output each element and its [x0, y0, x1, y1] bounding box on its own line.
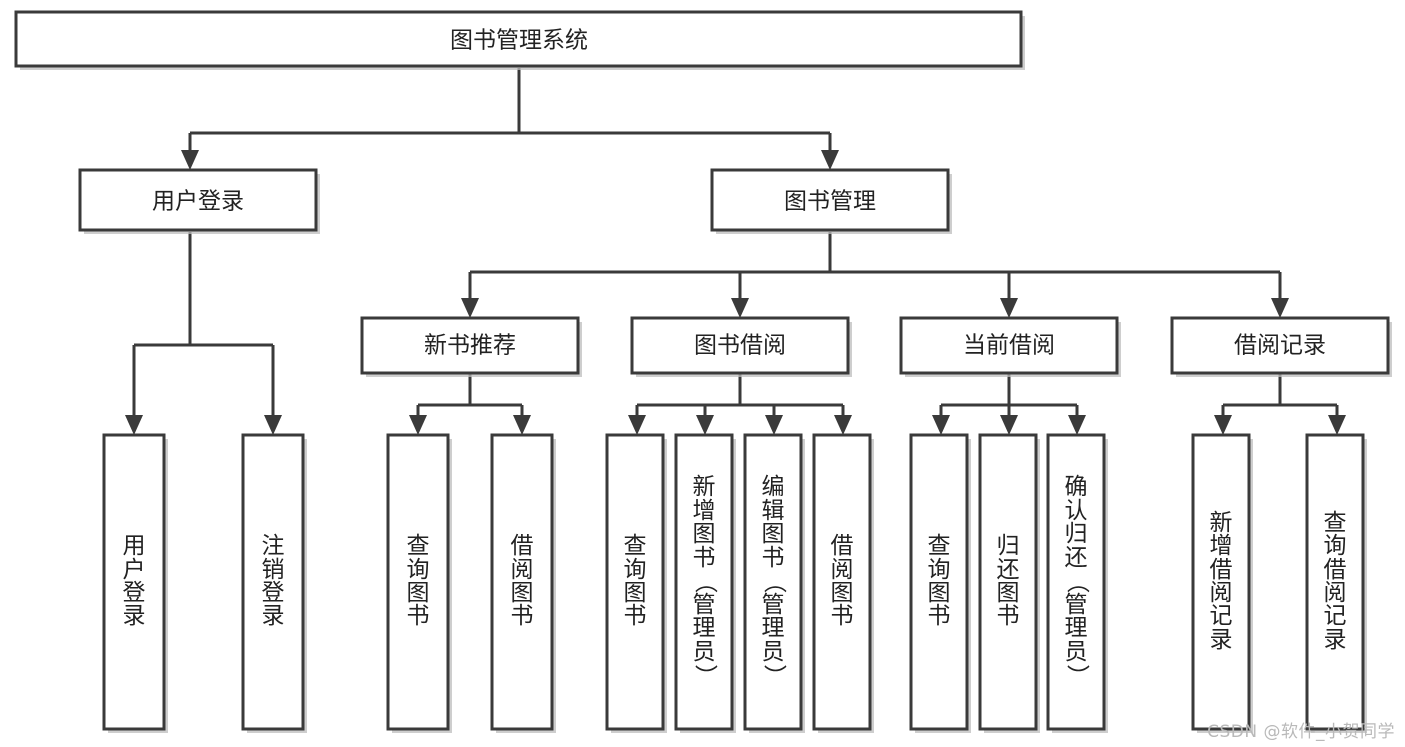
arrow-bb-leaf-2 — [696, 415, 714, 435]
node-current-borrow[interactable]: 当前借阅 — [899, 316, 1121, 377]
arrow-leaf-logout — [264, 415, 282, 435]
arrow-bb-leaf-1 — [628, 415, 646, 435]
arrow-nb-leaf-1 — [409, 415, 427, 435]
node-user-login[interactable]: 用户登录 — [78, 168, 320, 234]
arrow-bb-leaf-3 — [765, 415, 783, 435]
arrow-nb-leaf-2 — [513, 415, 531, 435]
leaf-edit-book-admin[interactable] — [743, 433, 805, 733]
arrow-to-book-manage — [821, 150, 839, 170]
leaf-user-login[interactable] — [102, 433, 168, 733]
leaf-add-borrow-record[interactable] — [1191, 433, 1253, 733]
arrow-br-leaf-1 — [1214, 415, 1232, 435]
arrow-to-new-book — [461, 298, 479, 318]
arrow-bb-leaf-4 — [834, 415, 852, 435]
leaf-query-book-bb[interactable] — [605, 433, 667, 733]
arrow-to-user-login — [181, 150, 199, 170]
node-current-borrow-label: 当前借阅 — [963, 333, 1055, 359]
node-book-management-label: 图书管理 — [784, 189, 876, 215]
node-book-management[interactable]: 图书管理 — [710, 168, 952, 234]
node-user-login-label: 用户登录 — [152, 189, 244, 215]
node-book-borrow-label: 图书借阅 — [694, 333, 786, 359]
node-root[interactable]: 图书管理系统 — [14, 10, 1025, 70]
leaf-borrow-book-nb[interactable] — [490, 433, 556, 733]
arrow-cb-leaf-3 — [1068, 415, 1086, 435]
leaf-confirm-return-admin[interactable] — [1046, 433, 1108, 733]
arrow-br-leaf-2 — [1328, 415, 1346, 435]
arrow-to-book-borrow — [731, 298, 749, 318]
arrow-to-borrow-record — [1271, 298, 1289, 318]
arrow-cb-leaf-2 — [1000, 415, 1018, 435]
leaf-borrow-book-bb[interactable] — [812, 433, 874, 733]
node-new-book-recommend-label: 新书推荐 — [424, 333, 516, 359]
node-book-borrow[interactable]: 图书借阅 — [630, 316, 852, 377]
node-new-book-recommend[interactable]: 新书推荐 — [360, 316, 582, 377]
node-borrow-record[interactable]: 借阅记录 — [1170, 316, 1392, 377]
arrow-cb-leaf-1 — [932, 415, 950, 435]
connector-layer — [125, 68, 1346, 435]
leaf-query-borrow-record[interactable] — [1305, 433, 1367, 733]
arrow-to-current-borrow — [1000, 298, 1018, 318]
leaf-logout[interactable] — [241, 433, 307, 733]
leaf-query-book-cb[interactable] — [909, 433, 971, 733]
leaf-query-book-nb[interactable] — [386, 433, 452, 733]
leaf-add-book-admin[interactable] — [674, 433, 736, 733]
arrow-leaf-user-login — [125, 415, 143, 435]
leaf-return-book[interactable] — [978, 433, 1040, 733]
node-borrow-record-label: 借阅记录 — [1234, 333, 1326, 359]
node-root-label: 图书管理系统 — [450, 28, 588, 54]
